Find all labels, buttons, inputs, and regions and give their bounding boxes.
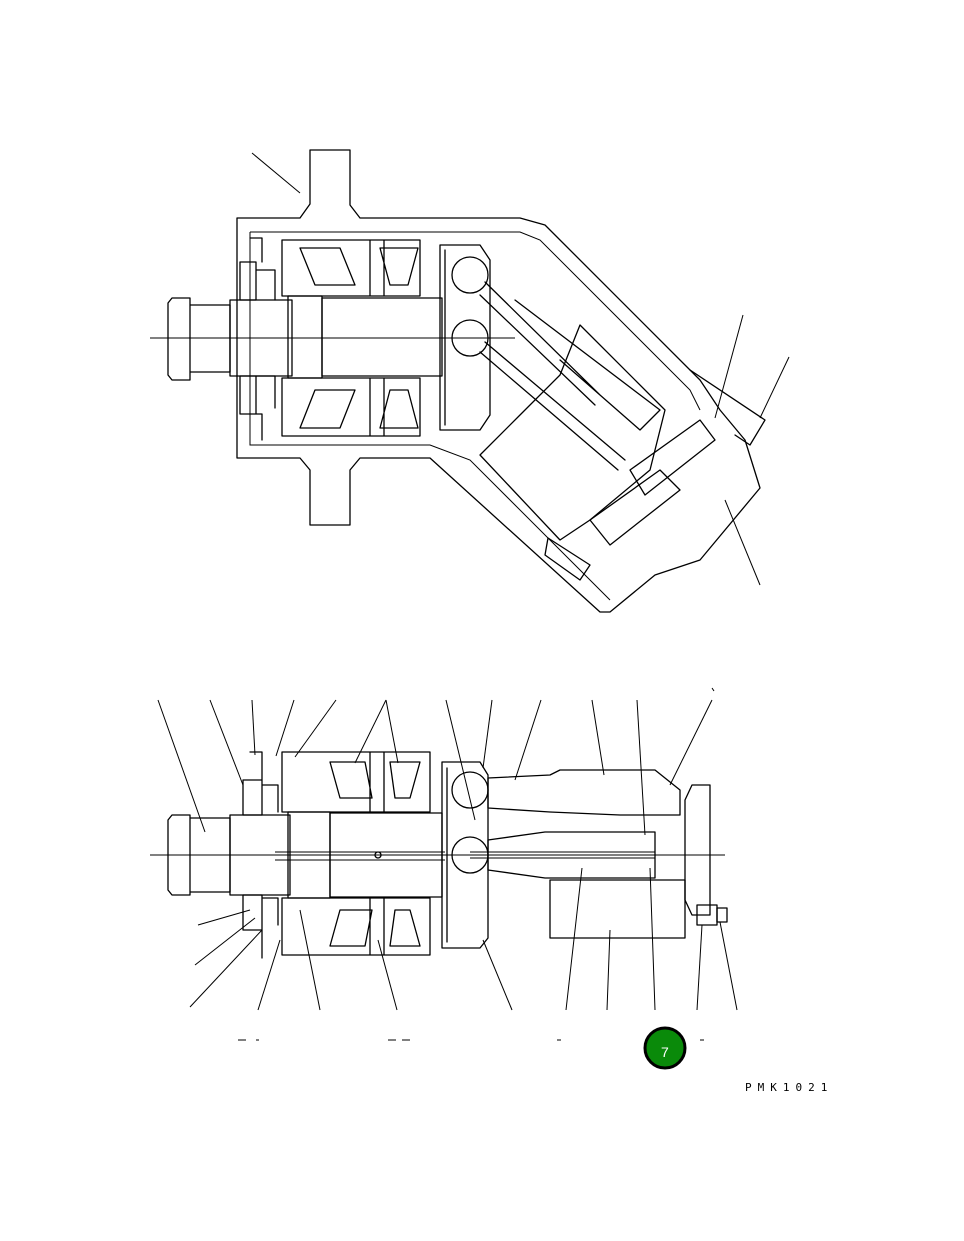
drive-flange-bottom [441,761,489,949]
piston-rods [479,281,661,471]
shaft-end [167,297,231,381]
leader-top-3 [759,356,790,419]
shaft-body [321,297,443,377]
seal-stack [239,237,276,441]
valve-plate-bottom [684,784,711,916]
housing-outline [236,149,761,613]
leader-top-4 [724,499,761,586]
callout-badge-label: 7 [661,1044,669,1060]
cylinder-block-bottom [549,879,686,939]
shaft-collar [287,295,323,379]
top-leaders [157,699,713,836]
callout-badge[interactable]: 7 [643,1026,687,1070]
leader-top-2 [714,314,744,419]
cylinder-block [479,324,666,541]
passage-hole [374,851,382,859]
drawing-code: PMK1021 [745,1081,833,1094]
callout-badge-circle[interactable] [643,1026,687,1070]
leader-top-1 [251,152,301,194]
housing-inner-wall [249,231,701,601]
piston-ball-upper-bottom [451,771,489,809]
end-cover-port [544,369,766,581]
top-assembly-view [150,149,790,613]
index-dash-marks [238,687,715,1041]
piston-ball-upper [451,256,489,294]
bottom-exploded-view [150,687,738,1041]
bearing-lower [281,377,421,437]
piston-rod-center [487,831,656,879]
bottom-leaders [189,867,738,1011]
piston-rod-upper [487,769,681,816]
port-plug [716,907,728,923]
bearing-lower-bottom [281,897,431,956]
bearing-upper-bottom [281,751,431,813]
bearing-upper [281,239,421,297]
valve-plate [589,419,716,546]
